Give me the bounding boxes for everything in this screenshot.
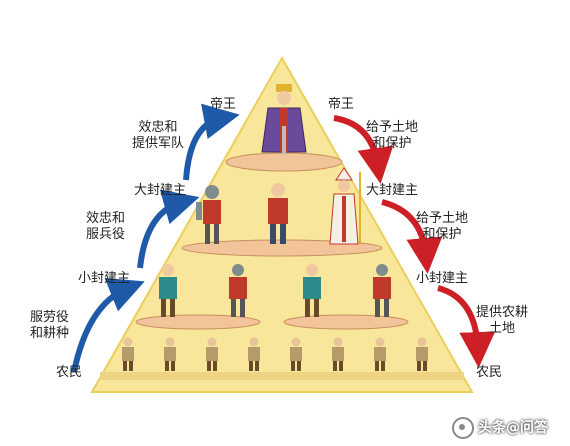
duty-line-1: 服劳役 bbox=[30, 310, 70, 325]
grant-line-1: 给予土地 bbox=[416, 211, 469, 226]
peasant-figure bbox=[248, 337, 260, 371]
duty-line-2: 提供军队 bbox=[132, 136, 185, 151]
label-grant-provide-farmland: 提供农耕 土地 bbox=[476, 305, 528, 337]
label-great-lord-left: 大封建主 bbox=[134, 183, 187, 198]
label-peasant-left: 农民 bbox=[56, 365, 83, 380]
peasant-ground bbox=[100, 372, 464, 380]
grant-line-1: 提供农耕 bbox=[476, 305, 529, 320]
peasant-figure bbox=[416, 337, 428, 371]
peasant-figure bbox=[374, 337, 386, 371]
king-platform bbox=[225, 152, 343, 172]
king-figure bbox=[261, 84, 307, 154]
grant-line-2: 土地 bbox=[489, 321, 516, 336]
label-grant-land-protect-1: 给予土地 和保护 bbox=[366, 120, 418, 152]
arrow-down-great-to-minor bbox=[381, 199, 443, 274]
arrow-up-great-to-king bbox=[183, 103, 240, 181]
minor-lord-figure-3 bbox=[303, 264, 321, 317]
arrow-up-peasant-to-minor bbox=[71, 277, 145, 373]
label-peasant-right: 农民 bbox=[476, 365, 503, 380]
label-grant-land-protect-2: 给予土地 和保护 bbox=[416, 211, 468, 243]
peasant-figure bbox=[206, 337, 218, 371]
label-great-lord-right: 大封建主 bbox=[366, 183, 419, 198]
grant-line-1: 给予土地 bbox=[366, 120, 419, 135]
arrow-down-minor-to-peasant bbox=[437, 285, 496, 368]
minor-lord-figure-2 bbox=[229, 264, 247, 317]
label-duty-loyalty-service: 效忠和 服兵役 bbox=[86, 211, 125, 243]
watermark-text: 头条@问答 bbox=[478, 420, 548, 436]
peasant-figure bbox=[290, 337, 302, 371]
duty-line-2: 和耕种 bbox=[30, 326, 70, 341]
grant-line-2: 和保护 bbox=[372, 136, 412, 151]
minor-lord-platform-right bbox=[283, 314, 409, 330]
noble-figure bbox=[268, 183, 288, 244]
arrow-up-minor-to-great bbox=[137, 189, 200, 269]
peasant-figure bbox=[332, 337, 344, 371]
minor-lord-figure-1 bbox=[159, 264, 177, 317]
label-minor-lord-right: 小封建主 bbox=[416, 271, 469, 286]
label-duty-labor-farming: 服劳役 和耕种 bbox=[30, 310, 69, 342]
bishop-figure bbox=[329, 167, 361, 245]
peasant-figure bbox=[164, 337, 176, 371]
duty-line-1: 效忠和 bbox=[138, 120, 178, 135]
minor-lord-platform-left bbox=[135, 314, 261, 330]
peasant-figure bbox=[122, 337, 134, 371]
toutiao-logo-icon bbox=[452, 417, 474, 439]
peasant-row bbox=[122, 337, 428, 371]
minor-lord-figure-4 bbox=[373, 264, 391, 317]
label-king-right: 帝王 bbox=[328, 97, 355, 112]
grant-line-2: 和保护 bbox=[422, 227, 462, 242]
arrow-down-king-to-great bbox=[333, 115, 394, 184]
watermark: 头条@问答 bbox=[452, 417, 548, 439]
label-duty-loyalty-army: 效忠和 提供军队 bbox=[132, 120, 184, 152]
duty-line-2: 服兵役 bbox=[86, 227, 126, 242]
duty-line-1: 效忠和 bbox=[86, 211, 126, 226]
label-minor-lord-left: 小封建主 bbox=[78, 271, 131, 286]
label-king-left: 帝王 bbox=[210, 97, 237, 112]
